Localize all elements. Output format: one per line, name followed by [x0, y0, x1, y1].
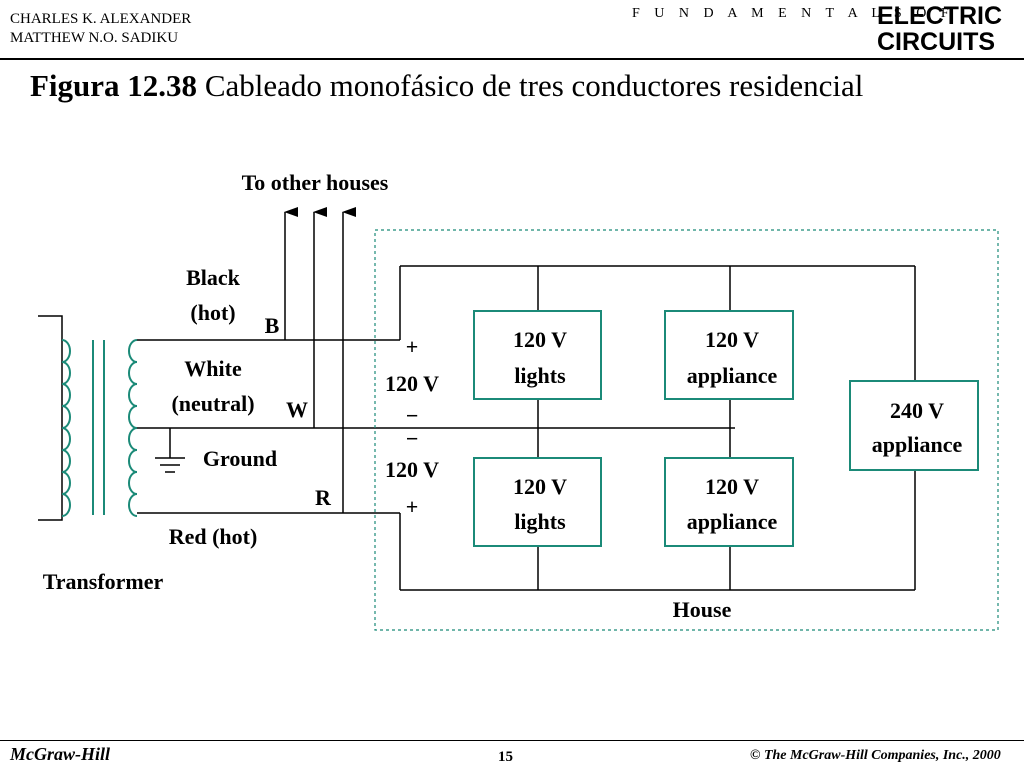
appliance-box-bottom: [664, 457, 794, 547]
b-label: B: [265, 313, 280, 338]
lights-box-bottom: [473, 457, 602, 547]
white-label: White: [184, 356, 242, 381]
appliance-bottom-v: 120 V: [705, 474, 759, 499]
lights-bottom-label: lights: [514, 509, 566, 534]
transformer: [38, 315, 138, 521]
publisher: McGraw-Hill: [10, 744, 111, 764]
ground-label: Ground: [203, 446, 277, 471]
footer-rule: [0, 740, 1024, 741]
lights-box-top: [473, 310, 602, 400]
primary-lead: [38, 315, 63, 521]
secondary-coil: [128, 339, 138, 517]
house-border: [374, 229, 999, 631]
transformer-label: Transformer: [43, 569, 164, 594]
plus-bottom: +: [406, 494, 419, 519]
brand-logo: ELECTRIC CIRCUITS: [877, 3, 1002, 55]
figure-title: Figura 12.38 Cableado monofásico de tres…: [30, 68, 863, 104]
author-1: CHARLES K. ALEXANDER: [10, 11, 192, 27]
authors: CHARLES K. ALEXANDER MATTHEW N.O. SADIKU: [10, 10, 191, 48]
appliance-240-v: 240 V: [890, 398, 944, 423]
wiring-diagram: To other houses Black (hot) B White (neu…: [38, 170, 999, 631]
appliance-240-box: [849, 380, 979, 471]
black-sub-label: (hot): [190, 300, 235, 325]
load-boxes: [473, 310, 979, 547]
series-title: F U N D A M E N T A L S O F: [632, 6, 955, 21]
figure-number: Figura 12.38: [30, 68, 198, 103]
appliance-top-label: appliance: [687, 363, 778, 388]
plus-top: +: [406, 334, 419, 359]
appliance-box-top: [664, 310, 794, 400]
figure-caption: Cableado monofásico de tres conductores …: [204, 68, 864, 103]
author-2: MATTHEW N.O. SADIKU: [10, 30, 179, 46]
to-other-houses-label: To other houses: [242, 170, 389, 195]
red-label: Red (hot): [169, 524, 258, 549]
primary-coil: [61, 339, 71, 517]
v120-lower: 120 V: [385, 457, 439, 482]
page-number: 15: [498, 749, 513, 765]
brand-line-1: ELECTRIC: [877, 2, 1002, 30]
appliance-bottom-label: appliance: [687, 509, 778, 534]
v120-upper: 120 V: [385, 371, 439, 396]
w-label: W: [286, 397, 308, 422]
minus-top: −: [406, 403, 419, 428]
lights-top-v: 120 V: [513, 327, 567, 352]
diagram-labels: To other houses Black (hot) B White (neu…: [43, 170, 963, 622]
header-rule: [0, 58, 1024, 60]
lights-bottom-v: 120 V: [513, 474, 567, 499]
black-label: Black: [186, 265, 241, 290]
r-label: R: [315, 485, 332, 510]
house-label: House: [673, 597, 732, 622]
appliance-top-v: 120 V: [705, 327, 759, 352]
appliance-240-label: appliance: [872, 432, 963, 457]
lights-top-label: lights: [514, 363, 566, 388]
white-sub-label: (neutral): [171, 391, 254, 416]
brand-line-2: CIRCUITS: [877, 28, 996, 56]
minus-bottom: −: [406, 426, 419, 451]
copyright: © The McGraw-Hill Companies, Inc., 2000: [750, 748, 1001, 763]
